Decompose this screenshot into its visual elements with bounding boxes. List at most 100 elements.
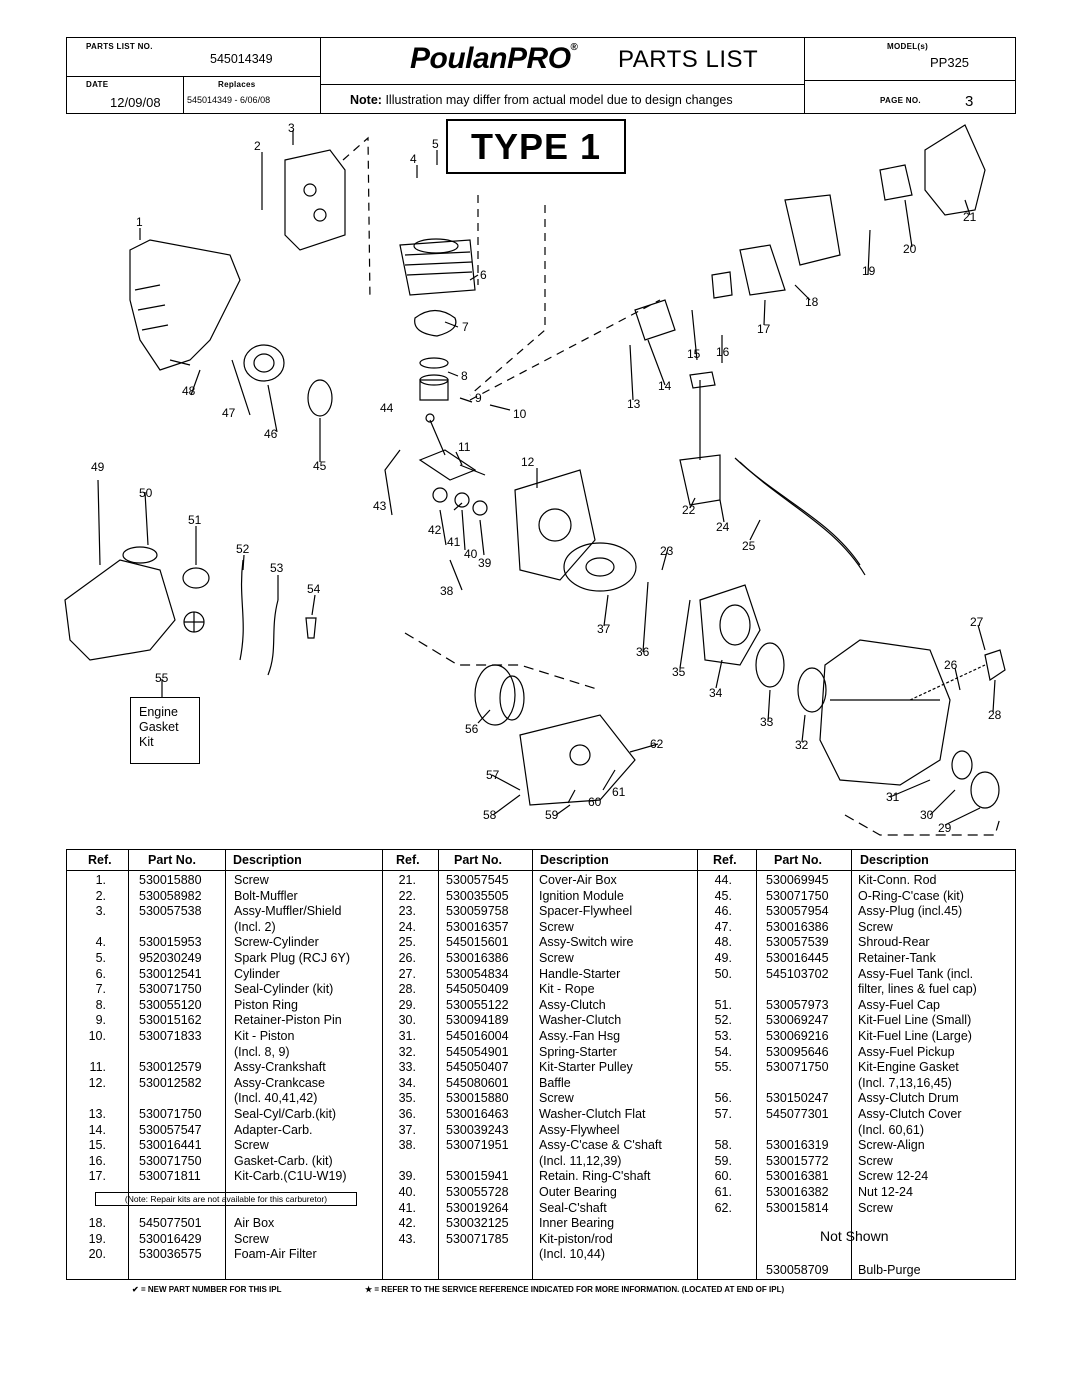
callout-56: 56: [465, 722, 479, 736]
callout-61: 61: [612, 785, 626, 799]
part-no-cell: 530057547: [139, 1122, 202, 1137]
column-rule: [697, 849, 698, 1280]
part-no-cell: 545054901: [446, 1044, 509, 1059]
callout-45: 45: [313, 459, 327, 473]
callout-26: 26: [944, 658, 958, 672]
ref-cell: 53.: [714, 1029, 732, 1043]
description-cell: Screw: [858, 919, 893, 934]
part-no-cell: 530058982: [139, 888, 202, 903]
description-cell: Foam-Air Filter: [234, 1247, 317, 1262]
ref-cell: 2.: [95, 888, 106, 903]
callout-52: 52: [236, 542, 250, 556]
part-no-cell: 530012541: [139, 966, 202, 981]
page-no-value: 3: [965, 93, 974, 110]
callout-13: 13: [627, 397, 641, 411]
ref-cell: 42.: [398, 1216, 416, 1231]
part-no-cell: 530057973: [766, 997, 829, 1012]
part-no-cell: 545050407: [446, 1060, 509, 1075]
part-no-cell: 530016463: [446, 1107, 509, 1121]
part-no-cell: 530015953: [139, 935, 202, 950]
part-no-cell: 530095646: [766, 1044, 829, 1059]
description-cell: (Incl. 40,41,42): [234, 1091, 318, 1106]
ref-cell: 59.: [714, 1153, 732, 1168]
part-no-cell: 530015162: [139, 1013, 202, 1028]
callout-25: 25: [742, 539, 756, 553]
header-divider: [320, 37, 321, 114]
ref-cell: 48.: [714, 935, 732, 950]
description-cell: (Incl. 2): [234, 919, 276, 934]
callout-20: 20: [903, 242, 917, 256]
ref-cell: 40.: [398, 1185, 416, 1199]
description-cell: filter, lines & fuel cap): [858, 982, 977, 997]
star-icon: ★: [365, 1285, 373, 1294]
part-no-cell: 530015814: [766, 1200, 829, 1215]
description-cell: Spacer-Flywheel: [539, 904, 633, 919]
new-part-check-icon: ✔: [132, 1285, 139, 1294]
part-no-cell: 530016429: [139, 1231, 202, 1246]
part-no-cell: 530094189: [446, 1013, 509, 1028]
callout-2: 2: [254, 139, 261, 153]
description-cell: O-Ring-C'case (kit): [858, 888, 964, 903]
callout-47: 47: [222, 406, 236, 420]
description-cell: Kit-Fuel Line (Small): [858, 1013, 972, 1028]
part-no-cell: 530012582: [139, 1075, 202, 1090]
description-cell: Assy-Crankcase: [234, 1075, 325, 1090]
part-no-cell: 530015772: [766, 1153, 829, 1168]
callout-58: 58: [483, 808, 497, 822]
part-no-cell: 530071750: [766, 888, 829, 903]
ref-cell: 35.: [398, 1091, 416, 1106]
part-no-cell: 530012579: [139, 1060, 202, 1075]
callout-15: 15: [687, 347, 701, 361]
ref-cell: 1.: [95, 873, 106, 887]
description-cell: Assy-Flywheel: [539, 1122, 620, 1137]
ref-cell: 29.: [398, 997, 416, 1012]
ref-cell: 32.: [398, 1044, 416, 1059]
callout-24: 24: [716, 520, 730, 534]
callout-5: 5: [432, 137, 439, 151]
callout-46: 46: [264, 427, 278, 441]
callout-34: 34: [709, 686, 723, 700]
header-part-no: Part No.: [774, 853, 822, 867]
part-no-cell: 530071750: [766, 1060, 829, 1075]
date-label: DATE: [86, 80, 109, 89]
ref-cell: 25.: [398, 935, 416, 950]
callout-12: 12: [521, 455, 535, 469]
illustration-note: Note: Illustration may differ from actua…: [350, 93, 733, 107]
callout-11: 11: [458, 440, 471, 454]
callout-48: 48: [182, 384, 196, 398]
description-cell: Kit-Carb.(C1U-W19): [234, 1169, 347, 1184]
ref-cell: 56.: [714, 1091, 732, 1106]
model-value: PP325: [930, 55, 970, 70]
part-no-cell: 530057545: [446, 873, 509, 887]
ref-cell: 13.: [88, 1107, 106, 1121]
parts-table: [66, 849, 1016, 1280]
part-no-cell: 530016319: [766, 1138, 829, 1153]
part-no-cell: 530055120: [139, 997, 202, 1012]
callout-44: 44: [380, 401, 394, 415]
description-cell: Screw: [539, 919, 574, 934]
callout-17: 17: [757, 322, 771, 336]
ref-cell: 22.: [398, 888, 416, 903]
callout-1: 1: [136, 215, 143, 229]
replaces-label: Replaces: [218, 80, 256, 89]
callout-22: 22: [682, 503, 696, 517]
header-divider: [66, 76, 320, 77]
part-no-cell: 545050409: [446, 982, 509, 997]
engine-gasket-kit-box: Engine Gasket Kit: [130, 697, 200, 764]
date-value: 12/09/08: [110, 95, 161, 110]
callout-16: 16: [716, 345, 730, 359]
part-no-cell: 530069247: [766, 1013, 829, 1028]
description-cell: Retainer-Piston Pin: [234, 1013, 342, 1028]
ref-cell: 4.: [95, 935, 106, 950]
callout-7: 7: [462, 320, 469, 334]
callout-18: 18: [805, 295, 819, 309]
callout-36: 36: [636, 645, 650, 659]
parts-list-no: 545014349: [210, 52, 273, 66]
description-cell: Assy-Crankshaft: [234, 1060, 326, 1075]
description-cell: Screw: [234, 873, 269, 887]
ref-cell: 50.: [714, 966, 732, 981]
part-no-cell: 530059758: [446, 904, 509, 919]
ref-cell: 17.: [88, 1169, 106, 1184]
description-cell: Piston Ring: [234, 997, 298, 1012]
part-no-cell: 530016386: [766, 919, 829, 934]
